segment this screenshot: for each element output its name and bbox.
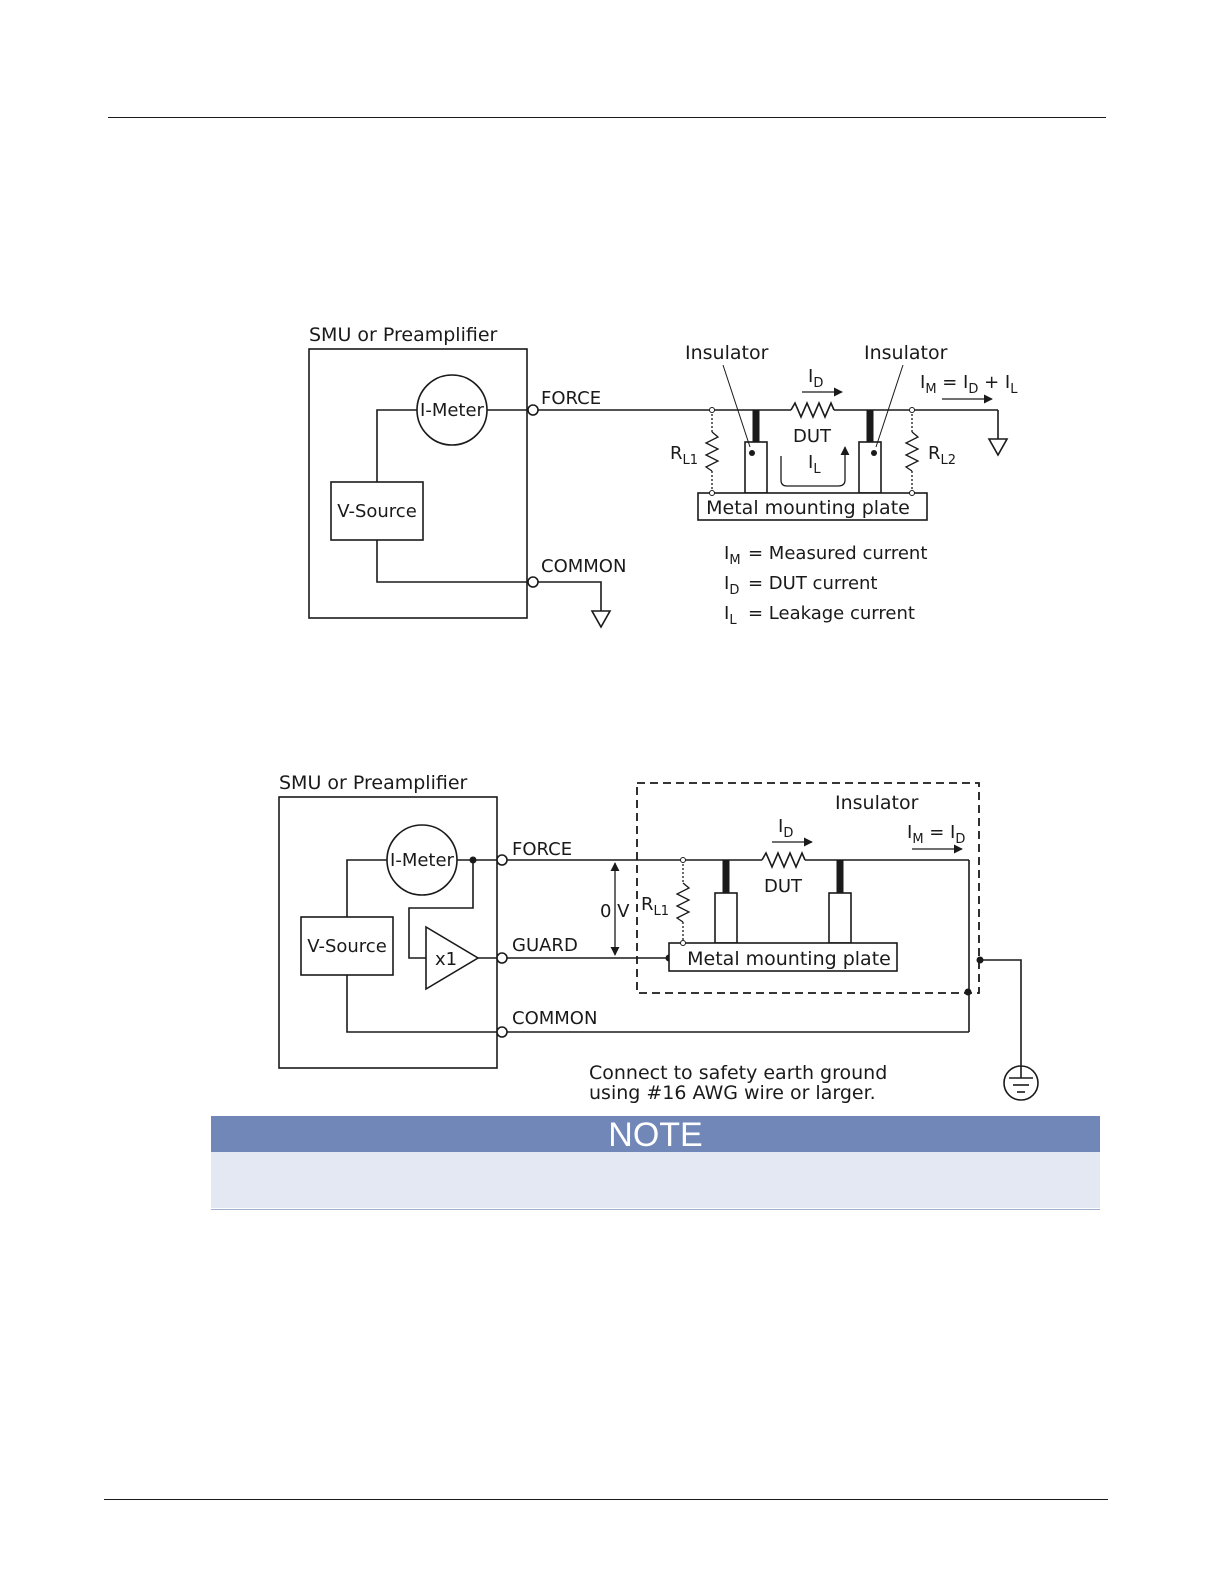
metal-plate [668, 942, 898, 972]
vsource-label: V-Source [337, 501, 417, 522]
force-terminal [496, 854, 508, 866]
common-wire [538, 581, 602, 611]
common-terminal [496, 1026, 508, 1038]
imeter-label: I-Meter [420, 400, 485, 421]
metal-plate [697, 492, 928, 521]
buffer-amplifier [425, 925, 480, 991]
legend-row: ID= DUT current [724, 573, 878, 598]
force-label: FORCE [512, 839, 572, 860]
unguarded-diagram: SMU or Preamplifier I-Meter V-Source FOR… [308, 324, 1009, 629]
leakage-resistor-rl2 [904, 410, 920, 493]
vsource-label: V-Source [307, 936, 387, 957]
footer-rule [104, 1499, 1108, 1500]
legend-row: IM= Measured current [724, 543, 927, 568]
internal-wire-common [376, 540, 528, 583]
il-label: IL [808, 452, 821, 477]
common-label: COMMON [541, 556, 626, 577]
im-equation: IM = ID + IL [920, 372, 1018, 397]
dut-label: DUT [764, 876, 803, 897]
id-label: ID [778, 816, 793, 841]
rl1-label: RL1 [641, 894, 669, 919]
smu-title: SMU or Preamplifier [309, 324, 498, 346]
insulator-left-label: Insulator [685, 342, 769, 364]
guarded-diagram: SMU or Preamplifier I-Meter V-Source x1 … [278, 772, 1039, 1101]
junction-dot [964, 988, 972, 996]
insulator-right-body [828, 892, 852, 944]
guard-terminal [496, 952, 508, 964]
insulator-right-leader [875, 364, 904, 448]
rl1-label: RL1 [670, 443, 698, 468]
imeter-label: I-Meter [390, 850, 455, 871]
ground-symbol-right [987, 438, 1009, 457]
note-box: NOTE [211, 1116, 1100, 1210]
header-rule [108, 117, 1106, 118]
vsource-box [330, 481, 424, 541]
vsource-box [300, 916, 394, 976]
insulator-right-label: Insulator [864, 342, 948, 364]
insulator-right-body [858, 441, 882, 494]
dut-resistor [761, 850, 806, 870]
guard-enclosure [636, 782, 980, 994]
dut-label: DUT [793, 426, 832, 447]
note-title: NOTE [211, 1116, 1100, 1154]
buffer-feedback-wire [408, 860, 474, 959]
ground-note-line2: using #16 AWG wire or larger. [589, 1082, 876, 1104]
internal-wire-top [376, 409, 417, 482]
earth-wire [980, 959, 1022, 1066]
insulator-right-dot [871, 450, 877, 456]
im-equation: IM = ID [907, 822, 965, 847]
leakage-resistor-rl1 [675, 860, 691, 943]
note-body [211, 1152, 1100, 1208]
internal-wire-common [346, 975, 497, 1033]
plate-label: Metal mounting plate [706, 497, 910, 519]
ground-symbol-common [590, 610, 612, 629]
plate-label: Metal mounting plate [687, 948, 891, 970]
buffer-label: x1 [435, 949, 457, 970]
zero-v-label: 0 V [600, 901, 630, 922]
il-arrow [780, 446, 850, 487]
insulator-label: Insulator [835, 792, 919, 814]
smu-box [308, 348, 528, 619]
common-terminal [527, 576, 539, 588]
smu-box [278, 796, 498, 1069]
internal-wire-top [346, 859, 387, 917]
ground-note-line1: Connect to safety earth ground [589, 1062, 887, 1084]
force-terminal [527, 404, 539, 416]
dut-resistor [790, 400, 835, 420]
insulator-left-body [714, 892, 738, 944]
smu-title: SMU or Preamplifier [279, 772, 468, 794]
guard-label: GUARD [512, 935, 578, 956]
legend-row: IL= Leakage current [724, 603, 915, 628]
leakage-resistor-rl1 [704, 410, 720, 493]
insulator-left-body [744, 441, 768, 494]
insulator-left-leader [722, 364, 751, 448]
force-label: FORCE [541, 388, 601, 409]
insulator-left-dot [749, 450, 755, 456]
id-label: ID [808, 366, 823, 391]
rl2-label: RL2 [928, 443, 956, 468]
legend: IM= Measured current ID= DUT current IL=… [724, 543, 927, 628]
common-label: COMMON [512, 1008, 597, 1029]
